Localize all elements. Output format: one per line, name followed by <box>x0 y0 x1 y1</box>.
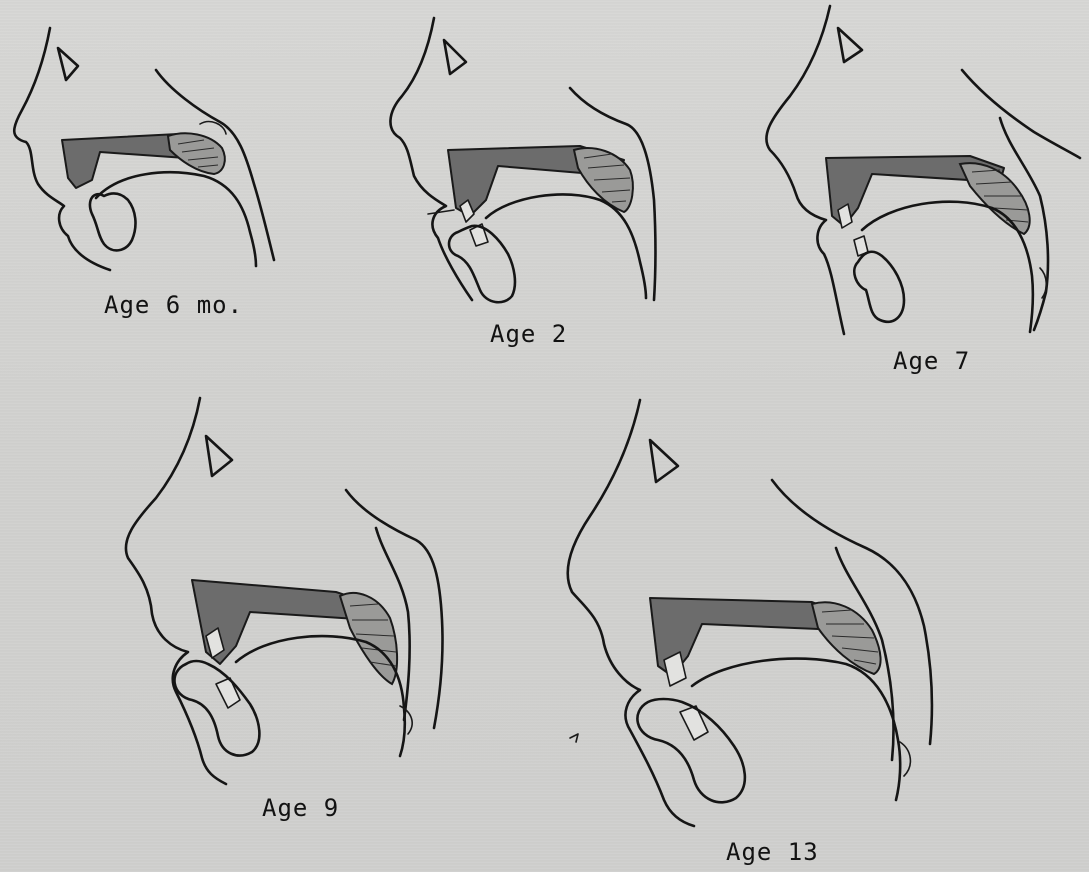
stage-label-age-2: Age 2 <box>490 320 567 348</box>
orbit-outline <box>444 40 466 74</box>
scan-speck <box>570 734 578 742</box>
orbit-outline <box>206 436 232 476</box>
lip-line <box>428 210 454 214</box>
soft-palate <box>168 133 225 174</box>
soft-palate <box>960 163 1030 234</box>
profile-age-7 <box>766 6 1080 334</box>
profile-age-13 <box>568 400 932 826</box>
profile-age-6-months <box>14 28 274 270</box>
hyoid-mark <box>1040 268 1046 298</box>
tongue-dorsum <box>96 172 256 266</box>
orbit-outline <box>58 48 78 80</box>
profile-age-9 <box>126 398 443 784</box>
stage-label-age-9: Age 9 <box>262 794 339 822</box>
lower-incisor <box>216 678 240 708</box>
orbit-outline <box>838 28 862 62</box>
skull-base-outline <box>962 70 1080 158</box>
hyoid-mark <box>400 706 412 734</box>
mandible-outline <box>90 193 136 250</box>
hyoid-mark <box>900 742 910 776</box>
mandible-outline <box>854 252 904 322</box>
profile-age-2 <box>390 18 655 302</box>
tongue-dorsum <box>692 659 900 800</box>
lower-incisor <box>680 706 708 740</box>
stage-label-age-13: Age 13 <box>726 838 819 866</box>
mandible-outline <box>175 661 260 755</box>
orbit-outline <box>650 440 678 482</box>
stage-label-age-7: Age 7 <box>893 347 970 375</box>
stage-label-age-6-months: Age 6 mo. <box>104 291 243 319</box>
